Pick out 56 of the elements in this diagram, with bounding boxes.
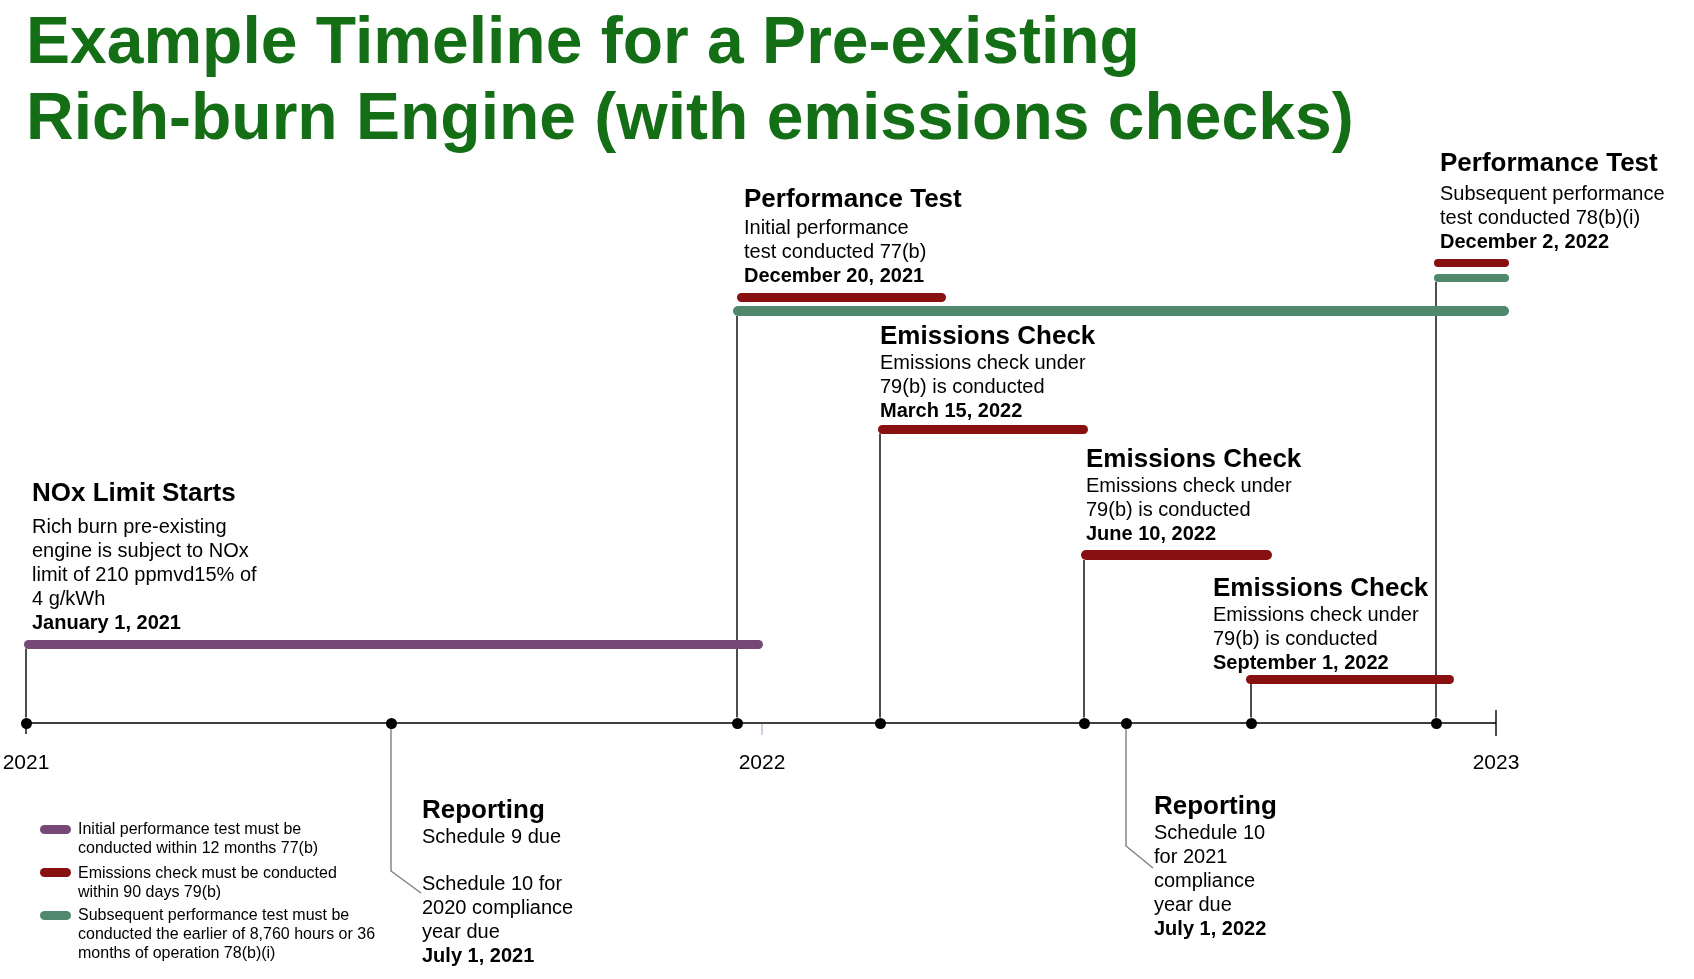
event-date: July 1, 2021 (422, 943, 536, 967)
duration-bar (1434, 259, 1509, 267)
year-label: 2023 (1472, 750, 1520, 774)
event-title: Emissions Check (1086, 443, 1303, 473)
event-date: December 20, 2021 (744, 263, 926, 287)
event-description: Rich burn pre-existing engine is subject to NOx limit of 210 ppmvd15% of 4 g/kWh (32, 514, 258, 610)
event-title: Performance Test (744, 183, 962, 213)
year-label: 2022 (738, 750, 786, 774)
event-title: Reporting (422, 794, 546, 824)
event-title: Emissions Check (880, 320, 1097, 350)
connector-line (1083, 559, 1085, 719)
event-description: Schedule 10 for 2021 compliance year due (1154, 820, 1267, 916)
duration-bar (1434, 274, 1509, 282)
event-date: July 1, 2022 (1154, 916, 1268, 940)
connector-line (879, 432, 881, 719)
duration-bar (1246, 674, 1454, 684)
event-description: Subsequent performance test conducted 78(b)(i) (1440, 181, 1666, 229)
legend-text: Subsequent performance test must be conducted the earlier of 8,760 hours or 36 months of operation 78(b)(i) (78, 905, 377, 962)
legend-text: Emissions check must be conducted within 90 days 79(b) (78, 863, 338, 901)
duration-bar (878, 424, 1088, 434)
event-title: Performance Test (1440, 147, 1659, 177)
event-description: Emissions check under 79(b) is conducted (880, 350, 1087, 398)
event-description: Emissions check under 79(b) is conducted (1086, 473, 1293, 521)
duration-bar (733, 306, 1509, 316)
event-date: September 1, 2022 (1213, 650, 1390, 674)
event-date: December 2, 2022 (1440, 229, 1610, 253)
event-date: January 1, 2021 (32, 610, 182, 634)
timeline-dot-icon (385, 717, 397, 729)
event-title: Emissions Check (1213, 572, 1429, 602)
leader-line (390, 727, 422, 894)
timeline-dot-icon (1245, 717, 1257, 729)
event-title: NOx Limit Starts (32, 477, 237, 507)
connector-line (736, 315, 738, 719)
duration-bar (737, 292, 946, 302)
timeline-dot-icon (1430, 717, 1442, 729)
year-label: 2021 (2, 750, 50, 774)
duration-bar (24, 639, 763, 649)
connector-line (1435, 281, 1437, 719)
event-date: March 15, 2022 (880, 398, 1024, 422)
duration-bar (1081, 550, 1272, 560)
timeline-dot-icon (20, 717, 32, 729)
event-description: Emissions check under 79(b) is conducted (1213, 602, 1420, 650)
event-date: June 10, 2022 (1086, 521, 1218, 545)
leader-line (1125, 727, 1154, 869)
connector-line (25, 647, 27, 719)
diagram-title: Example Timeline for a Pre-existing Rich-burn Engine (with emissions checks) (26, 2, 1355, 154)
event-description: Schedule 9 due (422, 824, 562, 848)
timeline-dot-icon (1120, 717, 1132, 729)
event-description: Schedule 10 for 2020 compliance year due (422, 871, 575, 943)
timeline-dot-icon (731, 717, 743, 729)
timeline-dot-icon (1078, 717, 1090, 729)
event-description: Initial performance test conducted 77(b) (744, 215, 928, 263)
legend-text: Initial performance test must be conducted within 12 months 77(b) (78, 819, 320, 857)
event-title: Reporting (1154, 790, 1278, 820)
timeline-dot-icon (874, 717, 886, 729)
connector-line (1250, 682, 1252, 719)
